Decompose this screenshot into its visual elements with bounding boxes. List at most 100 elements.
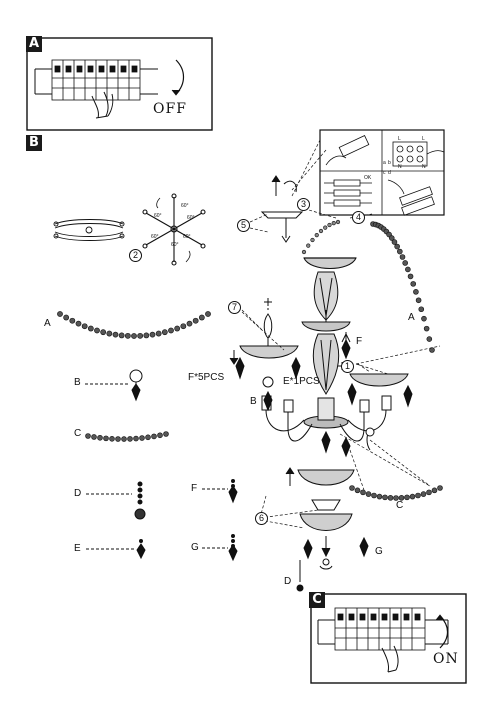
angle-label: 60° — [154, 213, 162, 219]
chain-bead — [354, 487, 361, 494]
chain-bead — [418, 306, 425, 313]
wiring-letter: N — [422, 164, 426, 170]
step-3-marker: 3 — [297, 198, 310, 211]
rotate-arrow-icon — [439, 615, 449, 649]
angle-label: 60° — [187, 215, 195, 221]
label-part-d: D — [74, 488, 82, 499]
wiring-letter: b — [388, 160, 391, 166]
right-bobeche — [349, 373, 409, 387]
chain-bead — [310, 237, 315, 243]
chain-bead — [121, 436, 127, 442]
part-f-drop — [202, 479, 238, 504]
chain-bead — [81, 323, 88, 330]
chain-bead — [163, 431, 169, 437]
chain-bead — [112, 331, 119, 338]
quantity-e-label: E*1PCS — [283, 376, 320, 387]
breaker-off-panel — [26, 37, 213, 131]
crown-cup — [303, 257, 357, 269]
chain-bead — [405, 266, 411, 273]
quantity-f-label: F*5PCS — [188, 372, 225, 383]
step-1-marker: 1 — [341, 360, 354, 373]
bottom-bowl — [299, 513, 353, 531]
on-label: ON — [433, 651, 459, 667]
label-frame-f: F — [356, 336, 363, 347]
chain-bead — [349, 485, 355, 491]
label-frame-c: C — [396, 500, 404, 511]
chain-bead — [168, 327, 174, 334]
chain-bead — [139, 435, 145, 441]
wiring-letter: L — [422, 136, 425, 142]
off-label: OFF — [153, 101, 187, 117]
chain-bead — [399, 254, 406, 260]
chain-bead — [327, 222, 332, 228]
angle-label: 60° — [171, 242, 179, 248]
breaker-row-off — [51, 59, 141, 101]
chain-bead — [205, 311, 211, 317]
breaker-on-panel — [310, 593, 467, 684]
chandelier-frame — [229, 175, 413, 592]
chain-bead — [420, 491, 427, 497]
angle-label: 60° — [151, 234, 159, 240]
chain-bead — [426, 489, 432, 496]
chain-bead — [63, 314, 70, 321]
label-part-e: E — [74, 543, 81, 554]
chain-bead — [331, 221, 336, 226]
chain-bead — [323, 225, 328, 230]
wiring-letter: c — [383, 170, 386, 176]
chain-bead — [335, 219, 341, 225]
chain-bead — [409, 493, 416, 500]
angle-label: 60° — [181, 203, 189, 209]
chain-bead — [149, 331, 156, 338]
chain-bead — [115, 436, 121, 442]
wiring-detail-box — [319, 129, 445, 216]
chain-bead — [382, 494, 388, 501]
chain-bead — [151, 433, 157, 440]
wiring-ok-label: OK — [364, 175, 372, 181]
step-2-marker: 2 — [129, 249, 142, 262]
chain-bead — [85, 433, 91, 439]
chain-bead — [407, 273, 414, 280]
part-e-drop — [86, 539, 146, 560]
chain-bead — [314, 233, 319, 238]
chain-bead — [87, 325, 94, 332]
chain-bead — [124, 332, 131, 339]
chain-bead — [133, 435, 139, 442]
rotate-arrow-icon — [175, 59, 185, 95]
chain-bead — [391, 239, 398, 245]
part-g-drop — [202, 534, 238, 562]
panel-c-tag: C — [309, 592, 325, 608]
frame-chain-swag — [349, 485, 443, 501]
step-7-marker: 7 — [228, 301, 241, 314]
wiring-letter: N — [398, 164, 402, 170]
label-part-a: A — [44, 318, 51, 329]
chain-bead — [100, 329, 107, 336]
arm-layout-icon — [53, 219, 125, 241]
chain-bead — [145, 434, 151, 441]
chain-bead — [97, 434, 103, 441]
chain-bead — [413, 289, 419, 295]
top-chain — [301, 219, 341, 255]
chain-bead — [57, 311, 63, 317]
arm-angle-star — [142, 193, 206, 266]
label-part-c: C — [74, 428, 82, 439]
chain-bead — [415, 492, 421, 499]
chain-bead — [431, 487, 438, 494]
mid-cup — [301, 321, 351, 332]
wiring-letter: d — [388, 170, 391, 176]
chain-bead — [161, 329, 168, 336]
chain-bead — [91, 434, 97, 440]
chain-bead — [94, 327, 100, 334]
angle-label: 60° — [183, 234, 191, 240]
chain-bead — [397, 248, 403, 255]
wiring-letter: a — [383, 160, 386, 166]
part-d-drop — [86, 481, 146, 520]
lower-bowl — [297, 469, 355, 486]
chain-bead — [404, 494, 410, 501]
chain-bead — [306, 243, 311, 248]
label-frame-d: D — [284, 576, 292, 587]
chain-bead — [415, 297, 422, 304]
chain-bead — [131, 333, 137, 339]
breaker-row-on — [334, 607, 426, 651]
